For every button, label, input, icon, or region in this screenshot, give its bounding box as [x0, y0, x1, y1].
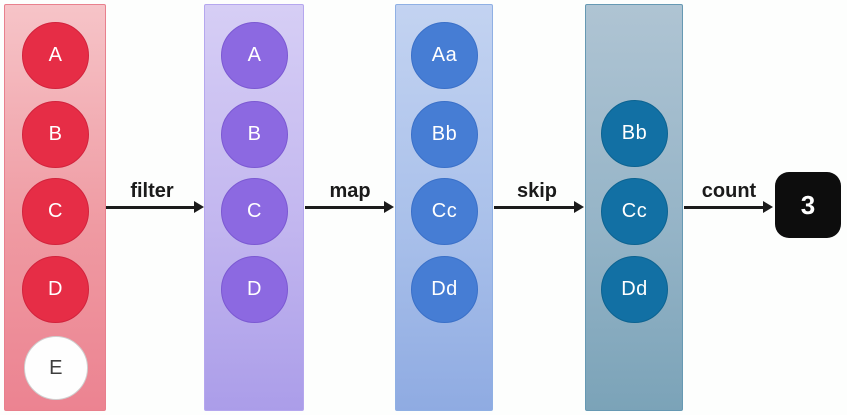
item-a-circle: A: [221, 22, 288, 89]
item-b-circle: B: [22, 101, 89, 168]
filter-arrow: [106, 201, 204, 213]
stage-after-map-panel: Aa Bb Cc Dd: [395, 4, 493, 411]
skip-arrow: [494, 201, 584, 213]
item-bb-circle: Bb: [601, 100, 668, 167]
item-a-circle: A: [22, 22, 89, 89]
item-d-circle: D: [221, 256, 288, 323]
count-result-box: 3: [775, 172, 841, 238]
stage-after-skip-panel: Bb Cc Dd: [585, 4, 683, 411]
map-arrow: [305, 201, 394, 213]
skip-operation-label: skip: [516, 180, 558, 202]
item-cc-circle: Cc: [411, 178, 478, 245]
item-cc-circle: Cc: [601, 178, 668, 245]
stage-source-panel: A B C D E: [4, 4, 106, 411]
count-operation-label: count: [701, 180, 757, 202]
filter-operation-label: filter: [130, 180, 174, 202]
item-e-circle: E: [24, 336, 88, 400]
item-dd-circle: Dd: [411, 256, 478, 323]
item-dd-circle: Dd: [601, 256, 668, 323]
item-bb-circle: Bb: [411, 101, 478, 168]
stage-after-filter-panel: A B C D: [204, 4, 304, 411]
map-operation-label: map: [329, 180, 371, 202]
item-aa-circle: Aa: [411, 22, 478, 89]
item-b-circle: B: [221, 101, 288, 168]
item-d-circle: D: [22, 256, 89, 323]
item-c-circle: C: [22, 178, 89, 245]
item-c-circle: C: [221, 178, 288, 245]
count-arrow: [684, 201, 773, 213]
